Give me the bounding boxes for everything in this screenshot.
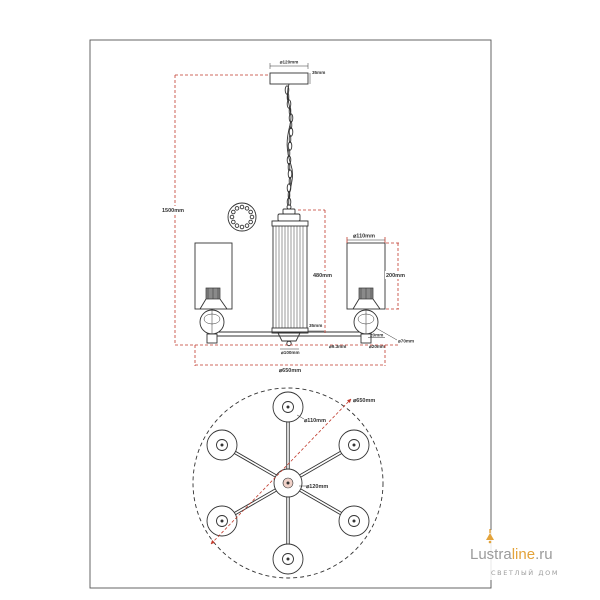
plan-view: ⌀650mm ⌀110mm ⌀120mm bbox=[192, 387, 384, 579]
suspension-chain bbox=[284, 83, 294, 209]
shade-disc-lower-right bbox=[338, 505, 370, 537]
canopy-height-label: 35mm bbox=[312, 70, 325, 75]
cup-height-label: 20mm bbox=[370, 333, 383, 338]
arm-offset-label: 35mm bbox=[309, 323, 322, 328]
canopy-diameter-label: ⌀120mm bbox=[280, 60, 299, 65]
plan-center-diameter-label: ⌀120mm bbox=[306, 484, 328, 490]
ball-diameter-label: ⌀70mm bbox=[398, 339, 414, 344]
dimension-total-height: 1500mm bbox=[161, 74, 400, 346]
shade-diameter-label: ⌀110mm bbox=[353, 234, 375, 240]
plan-center-dimension: ⌀120mm bbox=[299, 484, 328, 490]
logo-part-ru: .ru bbox=[535, 546, 553, 563]
plan-span-label: ⌀650mm bbox=[353, 398, 375, 404]
shade-disc-top bbox=[272, 391, 304, 423]
left-cup bbox=[206, 333, 218, 344]
shade-disc-lower-left bbox=[206, 505, 238, 537]
logo-tagline: СВЕТЛЫЙ ДОМ bbox=[491, 568, 559, 577]
lamp-icon bbox=[486, 529, 494, 544]
dimension-column-height: 480mm bbox=[298, 209, 335, 334]
logo-part-line: line bbox=[512, 546, 535, 563]
crystal-ring-icon bbox=[227, 202, 257, 232]
central-column bbox=[271, 204, 309, 347]
span-label: ⌀650mm bbox=[279, 368, 301, 374]
column-diameter-label: ⌀100mm bbox=[281, 350, 300, 355]
elevation-view: ⌀120mm 35mm bbox=[161, 60, 414, 374]
shade-disc-upper-right bbox=[338, 429, 370, 461]
right-cup bbox=[360, 333, 372, 344]
logo-part-lustra: Lustra bbox=[470, 546, 512, 563]
dimension-span: ⌀650mm bbox=[194, 345, 386, 374]
drawing-frame bbox=[89, 39, 492, 589]
shade-height-label: 200mm bbox=[386, 273, 405, 279]
shade-disc-bottom bbox=[272, 543, 304, 575]
plan-shade-dimension: ⌀110mm bbox=[296, 414, 326, 424]
dimension-shade-diameter: ⌀110mm bbox=[346, 234, 386, 243]
watermark-logo: Lustraline.ru СВЕТЛЫЙ ДОМ bbox=[466, 529, 590, 580]
detail-dimensions: 35mm 20mm ⌀70mm ⌀9.3mm ⌀20mm ⌀100mm bbox=[280, 323, 414, 355]
span-circle bbox=[192, 387, 384, 579]
logo-wordmark: Lustraline.ru bbox=[470, 546, 553, 563]
shade-disc-upper-left bbox=[206, 429, 238, 461]
left-lamp bbox=[194, 242, 233, 344]
arm-diameter-label: ⌀9.3mm bbox=[329, 344, 346, 349]
horizontal-arm bbox=[214, 331, 362, 337]
ceiling-canopy: ⌀120mm 35mm bbox=[269, 60, 325, 85]
right-lamp bbox=[346, 242, 386, 344]
cup-diameter-label: ⌀20mm bbox=[369, 344, 385, 349]
plan-span-dimension: ⌀650mm bbox=[210, 398, 375, 545]
column-height-label: 480mm bbox=[313, 273, 332, 279]
dimension-shade-height: 200mm bbox=[385, 242, 408, 310]
total-height-label: 1500mm bbox=[162, 208, 184, 214]
center-hub bbox=[273, 468, 303, 498]
plan-shade-diameter-label: ⌀110mm bbox=[304, 418, 326, 424]
